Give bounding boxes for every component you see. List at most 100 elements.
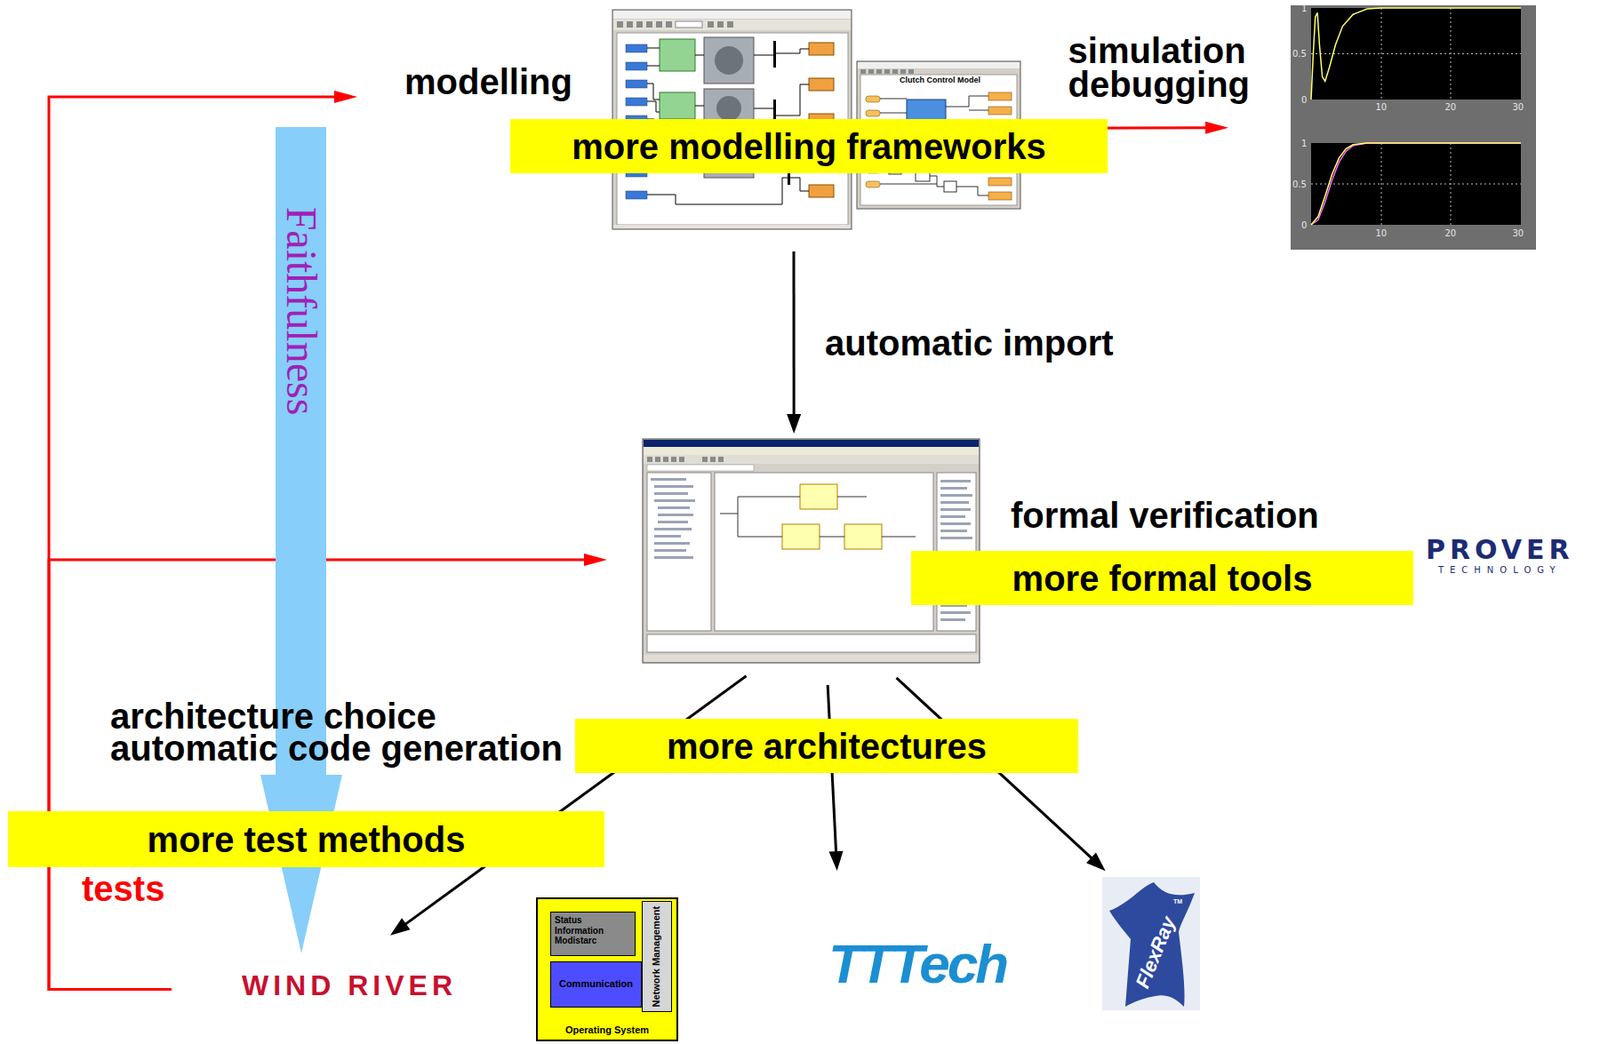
highlight-band: more architectures — [575, 719, 1079, 774]
verifier-window-part-part — [663, 456, 669, 463]
verifier-window-part-part — [720, 496, 916, 537]
prover-logo: PROVERTECHNOLOGY — [1422, 533, 1578, 578]
model-window-part-part — [625, 97, 648, 106]
verifier-window-part-part — [940, 494, 973, 497]
connector-line — [404, 676, 746, 926]
box-label: Communication — [559, 978, 633, 991]
section-label: tests — [81, 871, 165, 907]
model-window-part-part — [659, 92, 696, 120]
verifier-window-part — [643, 440, 979, 448]
axis-tick: 10 — [1376, 102, 1388, 112]
logo-text: WIND RIVER — [241, 968, 457, 1003]
verifier-window-part-part — [671, 456, 677, 463]
model-window-part-part — [884, 69, 890, 74]
stage-heading: simulation debugging — [1068, 33, 1250, 102]
verifier-window-part-part — [940, 611, 971, 615]
osek-box: Operating SystemStatus Information Modis… — [536, 897, 679, 1042]
highlight-band: more test methods — [8, 811, 605, 868]
model-window-part-part — [616, 21, 624, 28]
plot-window-part — [1311, 8, 1521, 100]
verifier-window-part-part — [657, 513, 694, 517]
verifier-window-part-part — [940, 508, 971, 512]
verifier-window-part-part — [702, 456, 708, 463]
model-window-part-part — [988, 106, 1012, 115]
box-label: Status Information Modistarc — [554, 915, 604, 947]
stage-heading: modelling — [404, 64, 573, 100]
verifier-window-part — [643, 447, 979, 456]
connector-arrow — [827, 685, 843, 872]
verifier-window-part-part — [940, 522, 971, 526]
verifier-window-part-part — [657, 520, 688, 524]
verifier-window-part — [782, 484, 882, 550]
verifier-window-part-part — [654, 492, 688, 496]
band-text: more architectures — [666, 728, 987, 765]
verifier-window-part — [720, 496, 916, 537]
model-window-part-part — [808, 42, 834, 56]
model-window-part-part — [636, 21, 643, 28]
verifier-window-part — [647, 634, 976, 653]
plot-window-part-part — [1311, 8, 1521, 225]
verifier-window-part-part — [782, 524, 820, 550]
verifier-window-part-part — [940, 480, 971, 483]
verifier-window-part — [643, 455, 979, 464]
status-box: Status Information Modistarc — [550, 912, 636, 957]
model-window-part-part — [988, 192, 1012, 200]
model-window-part-part — [659, 39, 696, 72]
logo-ground — [1102, 877, 1200, 1011]
model-window-part-part — [646, 21, 653, 28]
model-window-part-part — [900, 69, 906, 74]
tttech-logo: TTTech — [824, 933, 1016, 995]
verifier-window-part-part — [647, 456, 653, 463]
edge-label: automatic import — [824, 325, 1113, 361]
verifier-window-part-part — [650, 478, 687, 481]
arrow-head — [786, 414, 801, 434]
model-window-part-part — [865, 96, 880, 103]
axis-tick: 0 — [1301, 95, 1307, 105]
verifier-window-part-part — [800, 484, 838, 510]
arrow-head — [334, 90, 358, 104]
arrow-head — [829, 851, 844, 872]
verifier-window-part — [647, 456, 724, 463]
axis-tick: 30 — [1512, 102, 1525, 112]
arrow-head — [390, 918, 410, 936]
section-label: automatic code generation — [110, 732, 563, 765]
verifier-window-part-part — [654, 485, 694, 488]
logo-text: TTTech — [828, 935, 1012, 993]
arrow-label: Faithfulness — [280, 207, 323, 416]
verifier-window-part-part — [844, 524, 882, 550]
verifier-window-part — [647, 472, 712, 632]
verifier-window-part-part — [654, 535, 681, 538]
model-window-part-part — [865, 110, 880, 117]
model-window-part-part — [773, 40, 776, 68]
connector-line — [792, 251, 795, 416]
verifier-window-part — [714, 472, 934, 632]
model-window-part-part — [892, 69, 898, 74]
verifier-window-part — [643, 655, 979, 663]
model-window-part-part — [625, 80, 648, 88]
model-window-part — [613, 19, 851, 31]
verifier-window-part-part — [940, 487, 968, 490]
verifier-window-part — [650, 478, 696, 560]
model-window-part-part — [656, 21, 663, 28]
axis-tick: 20 — [1445, 102, 1457, 112]
model-window-part-part — [675, 21, 703, 28]
model-window-part — [613, 224, 851, 229]
band-text: more test methods — [147, 822, 466, 858]
verifier-window-part-part — [654, 549, 687, 552]
model-window-part — [857, 62, 1020, 69]
model-window-part — [860, 69, 914, 74]
verifier-window-part-part — [940, 501, 969, 504]
flexray-logo: FlexRayTM — [1102, 877, 1200, 1011]
verifier-window-part-part — [940, 515, 966, 519]
windriver-logo: WIND RIVER — [238, 967, 461, 1005]
arrow-head — [584, 553, 608, 567]
axis-tick: 0 — [1301, 220, 1307, 231]
plot-window-part — [1311, 143, 1521, 225]
band-text: more modelling frameworks — [571, 128, 1046, 165]
axis-tick: 20 — [1445, 228, 1457, 239]
model-window-part-part — [625, 62, 648, 71]
model-window-part-part — [988, 92, 1012, 101]
model-window-part-part — [808, 78, 834, 91]
